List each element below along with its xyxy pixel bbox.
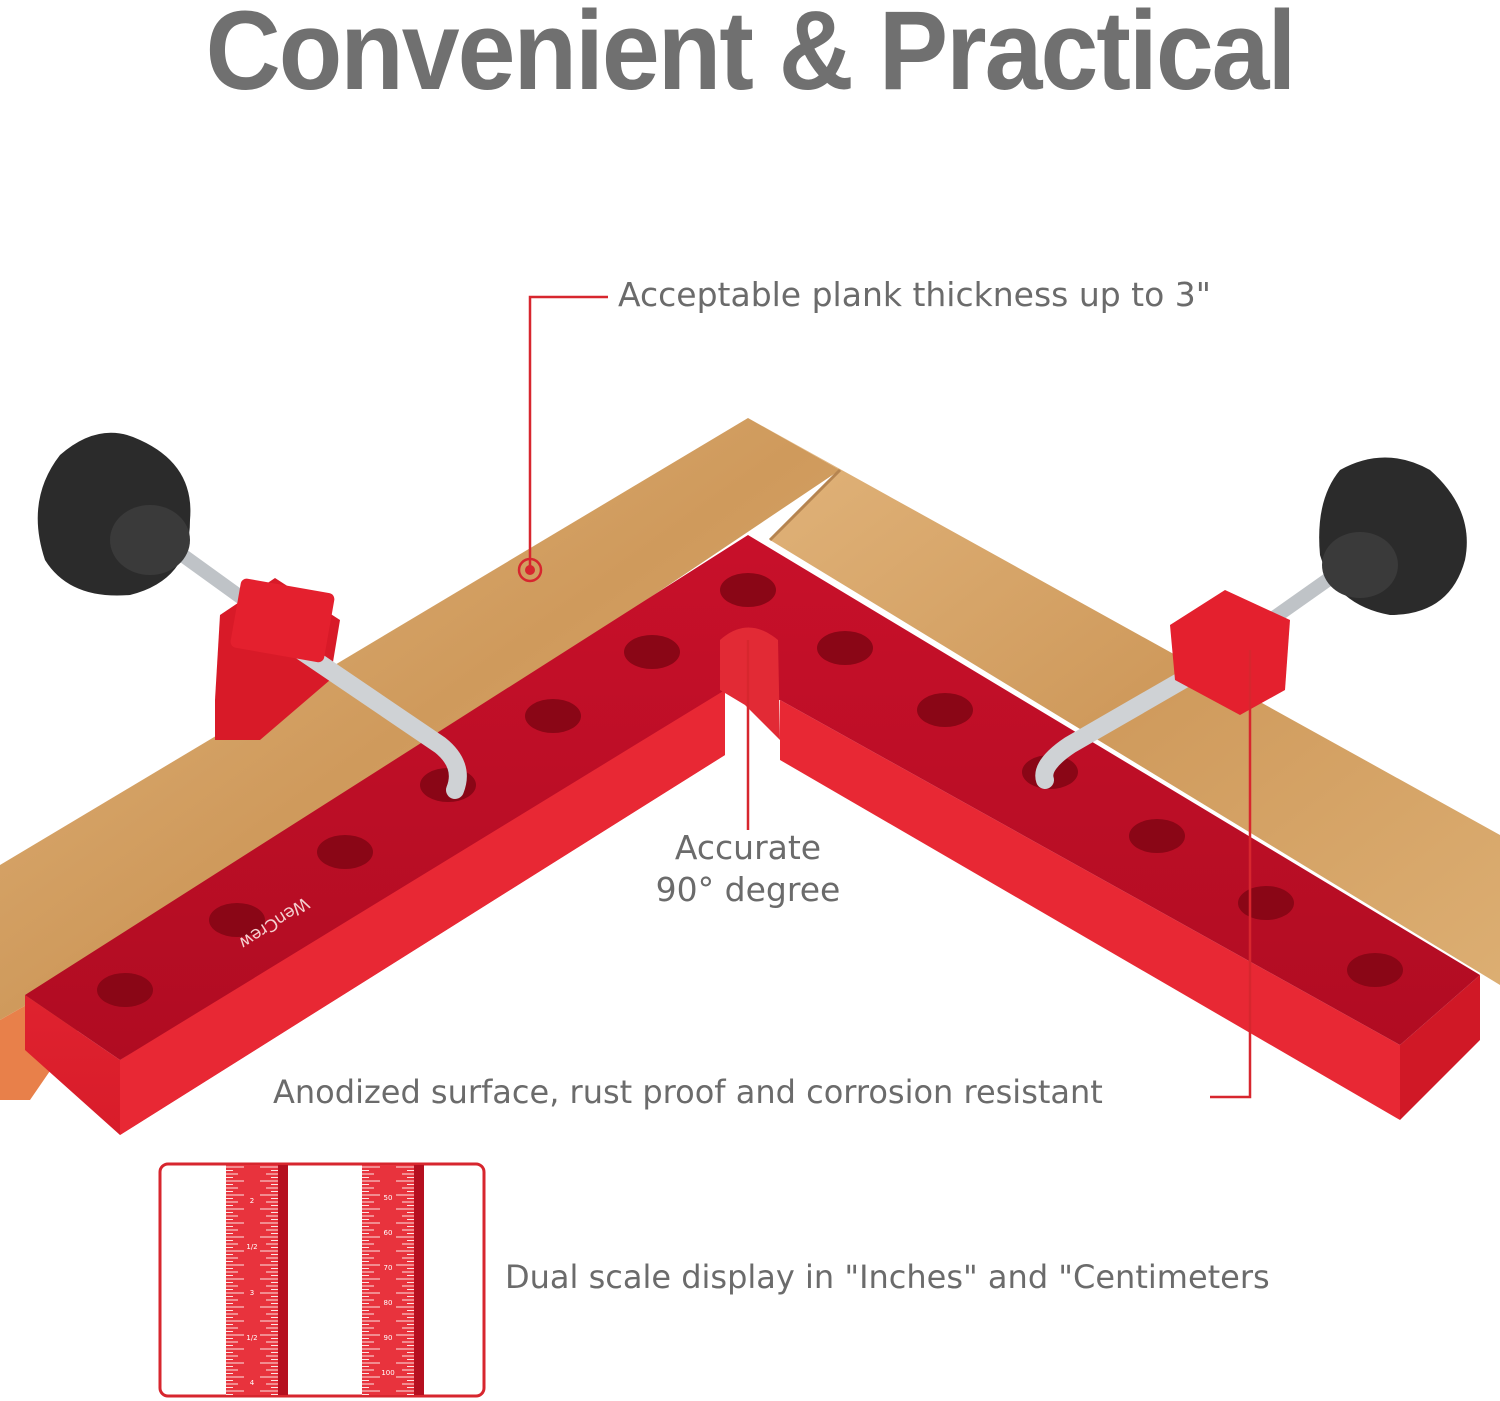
inch-label: 4 [250,1379,255,1387]
wood-plank-right [748,418,1500,985]
clamp-left [37,432,467,799]
callout-accurate-line2: 90° degree [655,870,841,909]
callout-anodized: Anodized surface, rust proof and corrosi… [273,1073,1103,1111]
cm-label: 80 [384,1299,393,1307]
knob-left-icon[interactable] [37,432,191,596]
cm-label: 90 [384,1334,393,1342]
cm-label: 50 [384,1194,393,1202]
inch-label: 3 [250,1289,254,1297]
callout-dual-scale: Dual scale display in "Inches" and "Cent… [505,1258,1270,1296]
cm-label: 60 [384,1229,393,1237]
cm-label: 70 [384,1264,393,1272]
callout-accurate-line1: Accurate [674,828,822,867]
knob-right-icon[interactable] [1319,457,1467,616]
callout-lines [528,295,1252,1099]
cm-label: 100 [381,1369,394,1377]
page-title: Convenient & Practical [205,0,1297,114]
callout-line-plank [528,295,608,570]
callout-line-anodized [1210,650,1252,1099]
inch-label: 2 [250,1197,254,1205]
callout-plank-thickness: Acceptable plank thickness up to 3" [618,275,1211,314]
callout-dot [517,557,543,583]
clamp-right [1035,457,1467,789]
inch-label: 1/2 [246,1243,257,1251]
inch-label: 1/2 [246,1334,257,1342]
scale-inset: 2 1/2 3 1/2 4 50 60 70 80 90 100 [158,1162,486,1398]
red-square-bracket: WenCrew [25,535,1480,1135]
